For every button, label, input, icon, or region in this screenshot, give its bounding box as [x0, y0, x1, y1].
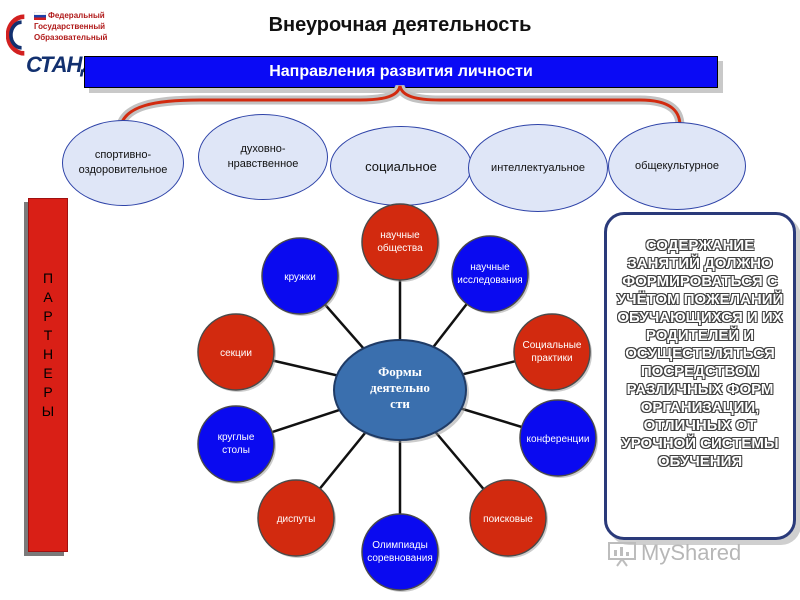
form-node: диспуты — [257, 479, 336, 558]
form-node-label: поисковые — [483, 514, 533, 525]
form-node-circle — [361, 513, 439, 591]
direction-social: социальное — [330, 126, 472, 206]
center-ellipse — [333, 339, 467, 441]
direction-spiritual: духовно-нравственное — [198, 114, 328, 200]
watermark-text: MyShared — [641, 540, 742, 565]
form-node-circle — [519, 399, 597, 477]
direction-intellectual: интеллектуальное — [468, 124, 608, 212]
form-node-label: конференции — [527, 433, 590, 445]
myshared-watermark: MyShared — [607, 538, 777, 572]
partners-letter: Р — [43, 384, 53, 400]
form-node-circle — [469, 479, 547, 557]
form-node: кружки — [261, 237, 340, 316]
partners-letter: Н — [42, 346, 54, 362]
direction-intellectual-label: интеллектуальное — [491, 161, 585, 174]
partners-letter: Т — [43, 327, 53, 343]
logo-line-3: Образовательный — [34, 33, 108, 42]
direction-sport: спортивно-оздоровительное — [62, 120, 184, 206]
partners-letter: П — [42, 270, 54, 286]
logo-line-1: Федеральный — [48, 11, 105, 20]
logo-line-2: Государственный — [34, 22, 106, 31]
form-node-circle — [197, 405, 275, 483]
form-node-circle — [261, 237, 339, 315]
form-node-circle — [451, 235, 529, 313]
russian-flag-icon — [34, 12, 46, 20]
partners-letter: Е — [43, 365, 53, 381]
direction-sport-label: спортивно-оздоровительное — [78, 149, 168, 176]
direction-spiritual-label: духовно-нравственное — [227, 143, 299, 170]
form-node-label: секции — [220, 348, 252, 359]
direction-cultural: общекультурное — [608, 122, 746, 210]
form-node-circle — [513, 313, 591, 391]
partners-letter: А — [43, 289, 53, 305]
content-note-text: СОДЕРЖАНИЕ ЗАНЯТИЙ ДОЛЖНО ФОРМИРОВАТЬСЯ … — [616, 237, 784, 470]
logo-emblem-icon — [6, 14, 25, 56]
content-note-box: СОДЕРЖАНИЕ ЗАНЯТИЙ ДОЛЖНО ФОРМИРОВАТЬСЯ … — [604, 212, 796, 540]
form-node: секции — [197, 313, 276, 392]
form-node: конференции — [519, 399, 598, 478]
direction-social-label: социальное — [365, 158, 437, 174]
form-node-circle — [257, 479, 335, 557]
partners-letter: Р — [43, 308, 53, 324]
page-title: Внеурочная деятельность — [268, 14, 532, 36]
form-node-label: диспуты — [277, 514, 316, 525]
form-node: поисковые — [469, 479, 548, 558]
form-node-label: кружки — [284, 272, 316, 283]
partners-letter: Ы — [41, 403, 55, 419]
presentation-board-icon — [608, 542, 636, 567]
direction-cultural-label: общекультурное — [635, 159, 719, 172]
form-node-circle — [197, 313, 275, 391]
form-node-circle — [361, 203, 439, 281]
